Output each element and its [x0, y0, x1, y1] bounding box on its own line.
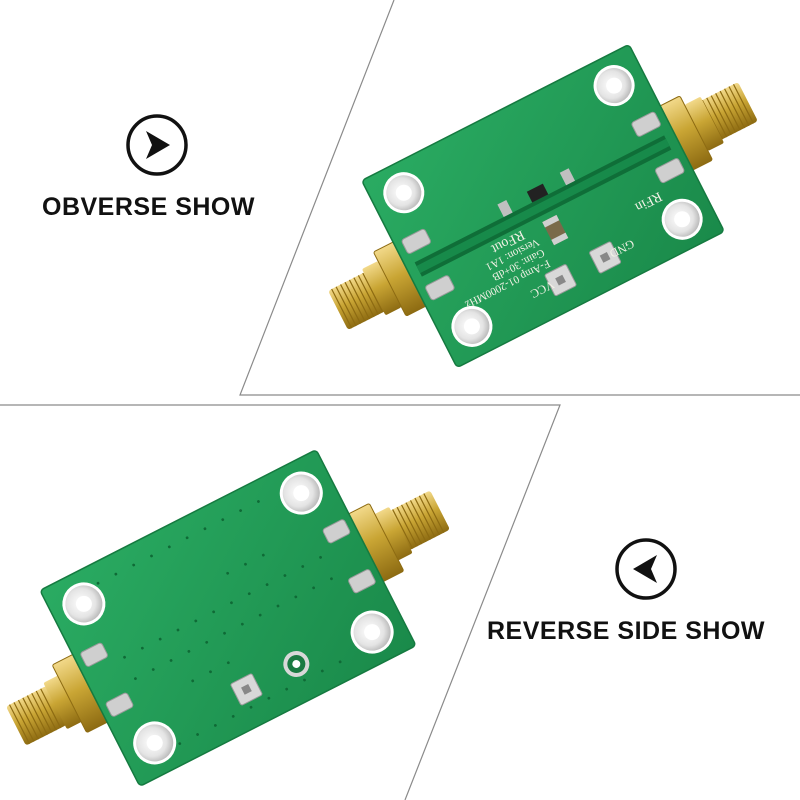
bottom-panel-outline: [0, 404, 561, 800]
sma-connector-left: [329, 237, 435, 329]
top-panel-outline: [239, 0, 800, 396]
obverse-board: F-Amp 01-2000MHz Gain: 30+dB Version: 1A…: [329, 44, 757, 368]
reverse-board: [6, 450, 450, 786]
sma-connector-right-reverse: [339, 491, 450, 587]
obverse-label: OBVERSE SHOW: [42, 193, 255, 221]
mounting-holes: [383, 65, 703, 347]
sma-connector-left-reverse: [6, 649, 117, 745]
smd-components: [497, 168, 576, 246]
sma-connector-right: [651, 83, 757, 175]
pcb-board-reverse: [40, 450, 416, 786]
chevron-left-circle-icon: [615, 538, 677, 600]
mounting-holes-reverse: [62, 471, 394, 765]
chevron-right-circle-icon: [126, 114, 188, 176]
reverse-label: REVERSE SIDE SHOW: [487, 617, 765, 645]
